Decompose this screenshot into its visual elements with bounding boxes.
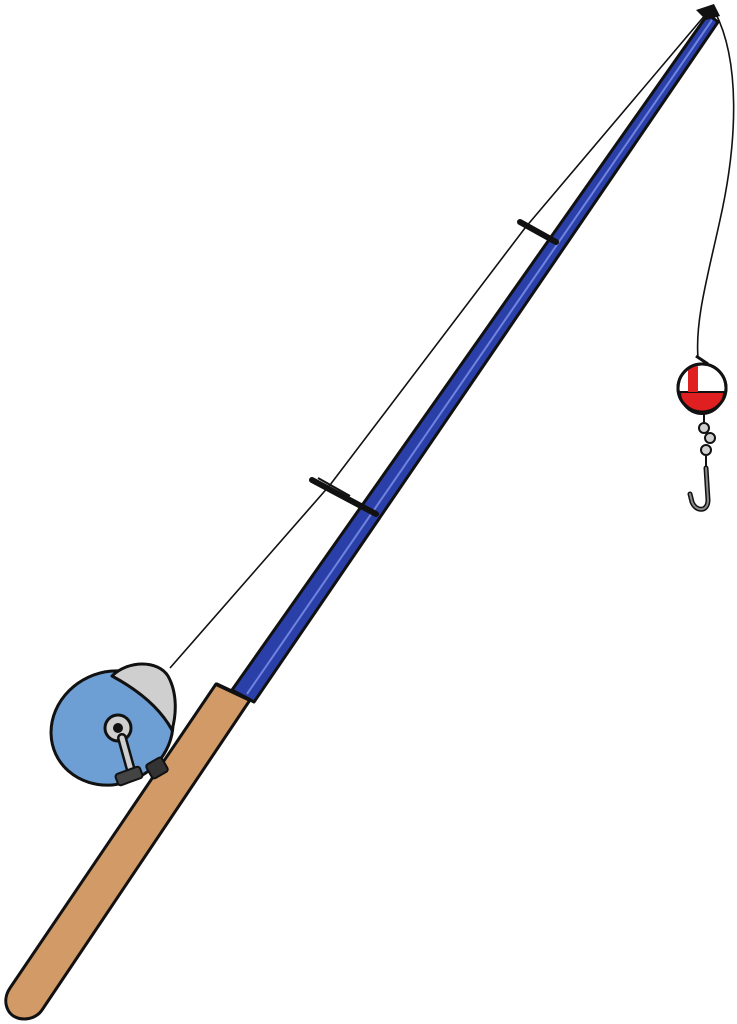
fishing-line-icon	[169, 13, 707, 669]
bobber-icon	[676, 354, 728, 422]
rod-tip-icon	[696, 4, 720, 20]
rod-handle	[4, 682, 252, 1021]
rod-blank	[230, 4, 720, 704]
swivel-beads	[698, 422, 716, 468]
line-guide-icon	[517, 219, 559, 245]
spincast-reel-icon	[49, 662, 177, 787]
hook-icon	[687, 465, 711, 512]
dangling-line	[696, 11, 735, 359]
line-guide-icon	[309, 477, 379, 517]
